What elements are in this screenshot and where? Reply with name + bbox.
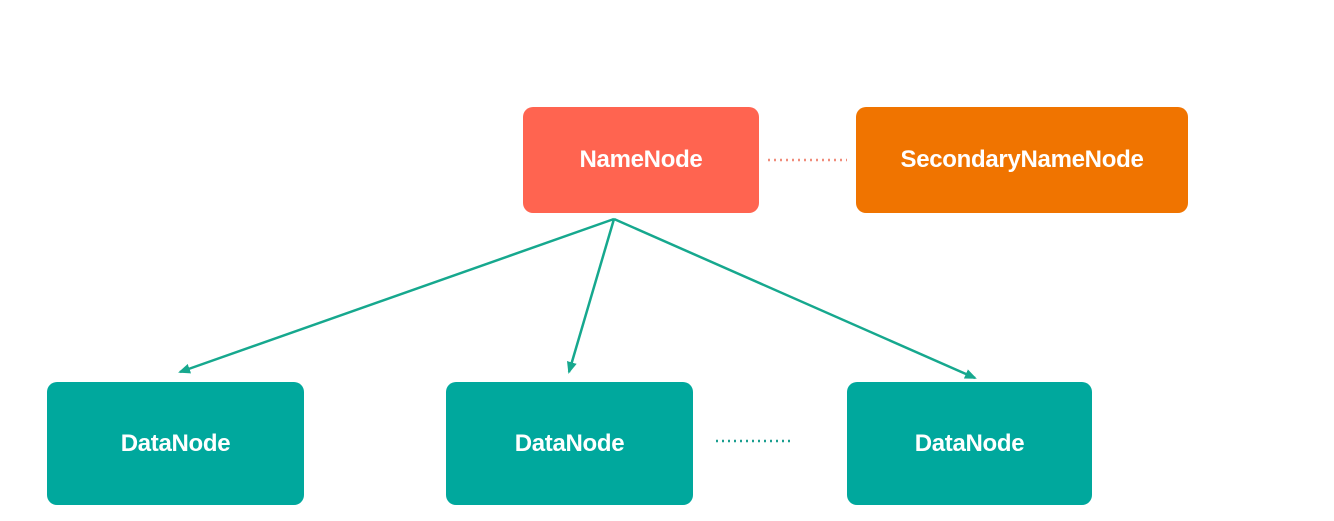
datanode-box-1: DataNode	[47, 382, 304, 505]
datanode-label-3: DataNode	[914, 429, 1025, 457]
datanode-box-3: DataNode	[847, 382, 1092, 505]
namenode-label: NameNode	[579, 146, 703, 173]
datanode-label-2: DataNode	[514, 429, 625, 457]
secondary-namenode-box: SecondaryNameNode	[856, 107, 1188, 213]
secondary-namenode-label: SecondaryNameNode	[900, 146, 1144, 173]
datanode-label-1: DataNode	[120, 429, 231, 457]
namenode-box: NameNode	[523, 107, 759, 213]
arrow-to-datanode-1	[178, 217, 615, 374]
arrow-to-datanode-3	[613, 217, 977, 380]
datanode-box-2: DataNode	[446, 382, 693, 505]
arrow-to-datanode-2	[567, 218, 616, 374]
